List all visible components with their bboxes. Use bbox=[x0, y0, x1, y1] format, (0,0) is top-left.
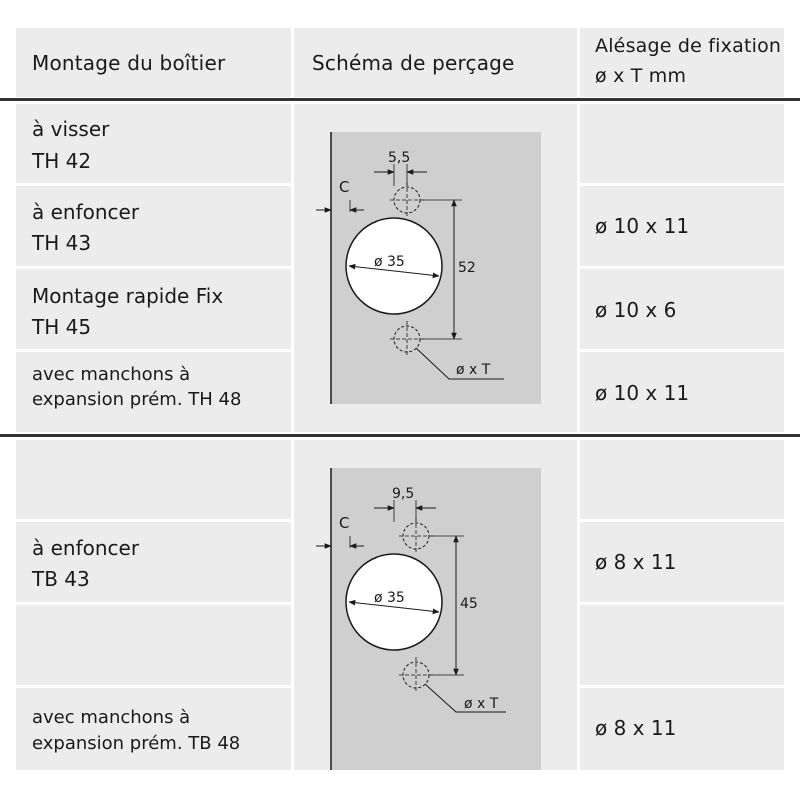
th-edge-label: C bbox=[339, 178, 349, 196]
th-drilling-diagram: ø 35 5,5 C 52 ø x T bbox=[316, 132, 541, 404]
header-col3-line2: ø x T mm bbox=[595, 65, 687, 87]
th-row2-value-cell bbox=[580, 186, 784, 266]
th-hole-label: ø x T bbox=[456, 362, 491, 378]
tb-row1-value: ø 8 x 11 bbox=[595, 550, 677, 574]
th-row2-label-cell bbox=[16, 186, 291, 266]
th-row4-label-cell bbox=[16, 352, 291, 432]
th-row3-value: ø 10 x 6 bbox=[595, 298, 677, 322]
th-offset-label: 5,5 bbox=[388, 150, 410, 166]
tb-cup-diameter-line bbox=[348, 599, 440, 615]
tb-hole-leader bbox=[424, 683, 506, 713]
th-hole-leader bbox=[415, 347, 504, 380]
th-row3-line1: Montage rapide Fix bbox=[32, 284, 224, 308]
tb-row2-line1: avec manchons à bbox=[32, 707, 191, 728]
th-row4-value-cell bbox=[580, 352, 784, 432]
th-row3-value-cell bbox=[580, 269, 784, 349]
tb-row3-label-cell bbox=[16, 605, 291, 685]
tb-row3-value-cell bbox=[580, 605, 784, 685]
header-cell-col1 bbox=[16, 28, 291, 97]
th-row2-line1: à enfoncer bbox=[32, 200, 140, 224]
th-row2-line2: TH 43 bbox=[32, 231, 92, 255]
th-row1-value-cell bbox=[580, 104, 784, 183]
th-row1-line1: à visser bbox=[32, 117, 110, 141]
th-row4-line1: avec manchons à bbox=[32, 364, 191, 385]
section-divider bbox=[0, 434, 800, 437]
header-col3-line1: Alésage de fixation bbox=[595, 35, 782, 57]
tb-hole-label: ø x T bbox=[464, 696, 499, 712]
header-col1: Montage du boîtier bbox=[32, 51, 226, 75]
tb-spacing-label: 45 bbox=[460, 596, 478, 612]
th-spacing-label: 52 bbox=[458, 260, 476, 276]
th-row3-label-cell bbox=[16, 269, 291, 349]
tb-edge-label: C bbox=[339, 514, 349, 532]
header-cell-col3 bbox=[580, 28, 784, 97]
tb-row2-value: ø 8 x 11 bbox=[595, 716, 677, 740]
tb-row1-line2: TB 43 bbox=[32, 567, 90, 591]
tb-row2-value-cell bbox=[580, 522, 784, 602]
th-row3-line2: TH 45 bbox=[32, 315, 92, 339]
tb-drilling-diagram: ø 35 9,5 C 45 ø x T bbox=[316, 468, 541, 770]
tb-row4-label-cell bbox=[16, 688, 291, 770]
tb-row1-label-cell bbox=[16, 440, 291, 519]
th-row1-line2: TH 42 bbox=[32, 149, 92, 173]
header-col2: Schéma de perçage bbox=[312, 51, 515, 75]
th-row4-line2: expansion prém. TH 48 bbox=[32, 389, 242, 410]
tb-offset-label: 9,5 bbox=[392, 486, 414, 502]
th-cup-label: ø 35 bbox=[374, 254, 405, 270]
tb-row1-value-cell bbox=[580, 440, 784, 519]
header-cell-col2 bbox=[294, 28, 577, 97]
tb-cup-label: ø 35 bbox=[374, 590, 405, 606]
tb-row2-line2: expansion prém. TB 48 bbox=[32, 733, 241, 754]
tb-row4-value-cell bbox=[580, 688, 784, 770]
th-row1-label-cell bbox=[16, 104, 291, 183]
tb-row2-label-cell bbox=[16, 522, 291, 602]
th-row4-value: ø 10 x 11 bbox=[595, 381, 690, 405]
header-divider bbox=[0, 98, 800, 101]
tb-row1-line1: à enfoncer bbox=[32, 536, 140, 560]
th-cup-diameter-line bbox=[348, 263, 440, 279]
th-row2-value: ø 10 x 11 bbox=[595, 214, 690, 238]
